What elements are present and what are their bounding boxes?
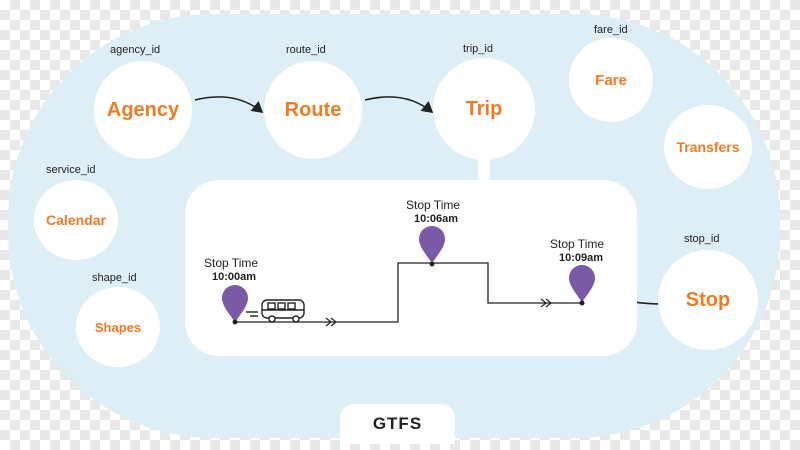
stop-node[interactable]: Stop	[658, 250, 758, 350]
route-id-key: route_id	[286, 44, 326, 56]
gtfs-title: GTFS	[372, 414, 423, 433]
stop-time-1-time: 10:00am	[212, 271, 257, 283]
map-pin-icon	[222, 285, 248, 325]
stop-time-3-label: Stop Time	[550, 237, 605, 251]
fare-label: Fare	[595, 71, 627, 89]
transfers-label: Transfers	[676, 139, 740, 155]
fare-id-key: fare_id	[594, 24, 628, 36]
route-label: Route	[284, 98, 342, 121]
agency-id-key: agency_id	[110, 44, 161, 56]
agency-route-arrow	[194, 96, 264, 114]
stop-time-2-time: 10:06am	[414, 213, 459, 225]
shapes-label: Shapes	[94, 319, 142, 335]
stop-label: Stop	[685, 288, 731, 311]
chevron-arrow-icon	[325, 298, 552, 327]
trip-id-key: trip_id	[463, 43, 493, 55]
stop-times-box	[185, 180, 637, 356]
stop-time-2-label: Stop Time	[406, 198, 461, 212]
calendar-node[interactable]: Calendar	[34, 180, 118, 260]
agency-label: Agency	[106, 98, 180, 121]
service-id-key: service_id	[46, 164, 96, 176]
bus-icon	[246, 299, 305, 323]
shapes-node[interactable]: Shapes	[76, 287, 160, 367]
transfers-node[interactable]: Transfers	[664, 105, 752, 189]
route-trip-arrow	[364, 96, 434, 114]
map-pin-icon	[569, 265, 595, 306]
calendar-label: Calendar	[46, 212, 106, 228]
shape-id-key: shape_id	[92, 272, 137, 284]
agency-node[interactable]: Agency	[94, 61, 192, 159]
stop-id-key: stop_id	[684, 233, 720, 245]
trip-connector	[478, 140, 490, 184]
route-node[interactable]: Route	[264, 61, 362, 159]
gtfs-tab	[340, 404, 455, 444]
fare-node[interactable]: Fare	[569, 38, 653, 122]
stop-time-3-time: 10:09am	[559, 252, 604, 264]
route-line	[236, 262, 582, 323]
trip-label: Trip	[465, 97, 503, 120]
map-pin-icon	[419, 226, 445, 267]
stop-time-1-label: Stop Time	[204, 256, 259, 270]
